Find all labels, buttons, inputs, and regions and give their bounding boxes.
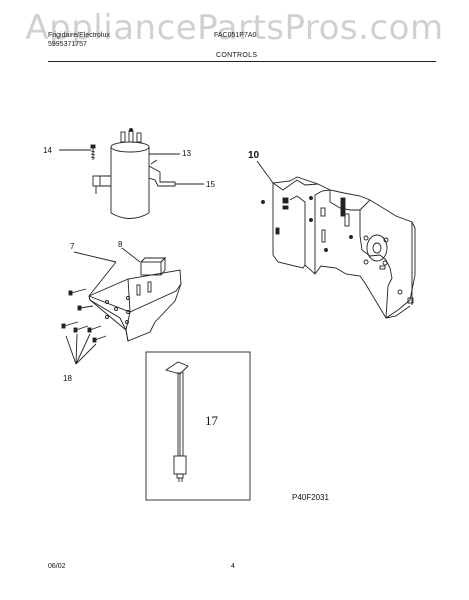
- screws-18-drawing: [61, 288, 107, 365]
- callout-18: 18: [63, 374, 72, 383]
- capacitor-13-drawing: [92, 128, 180, 219]
- callout-14: 14: [43, 146, 52, 155]
- inset-box-17-drawing: [145, 351, 251, 501]
- screw-14-drawing: [59, 144, 96, 160]
- callout-13: 13: [182, 149, 191, 158]
- control-housing-10-drawing: [256, 160, 416, 319]
- callout-7: 7: [70, 242, 75, 251]
- footer-date: 06/02: [48, 563, 66, 570]
- model-number: FAC051P7A0: [214, 32, 257, 39]
- brand-label: Frigidaire/Electrolux: [48, 32, 110, 39]
- header-rule: [48, 61, 436, 62]
- footer-page-number: 4: [231, 563, 235, 570]
- part-number: 5995371757: [48, 41, 87, 48]
- callout-10: 10: [248, 150, 260, 161]
- callout-17: 17: [205, 413, 218, 428]
- callout-8: 8: [118, 240, 123, 249]
- bracket-15-drawing: [148, 159, 204, 187]
- control-box-7-drawing: [73, 247, 182, 342]
- watermark: AppliancePartsPros.com: [25, 8, 444, 48]
- callout-15: 15: [206, 180, 215, 189]
- section-title: CONTROLS: [216, 52, 258, 59]
- figure-code: P40F2031: [292, 493, 329, 502]
